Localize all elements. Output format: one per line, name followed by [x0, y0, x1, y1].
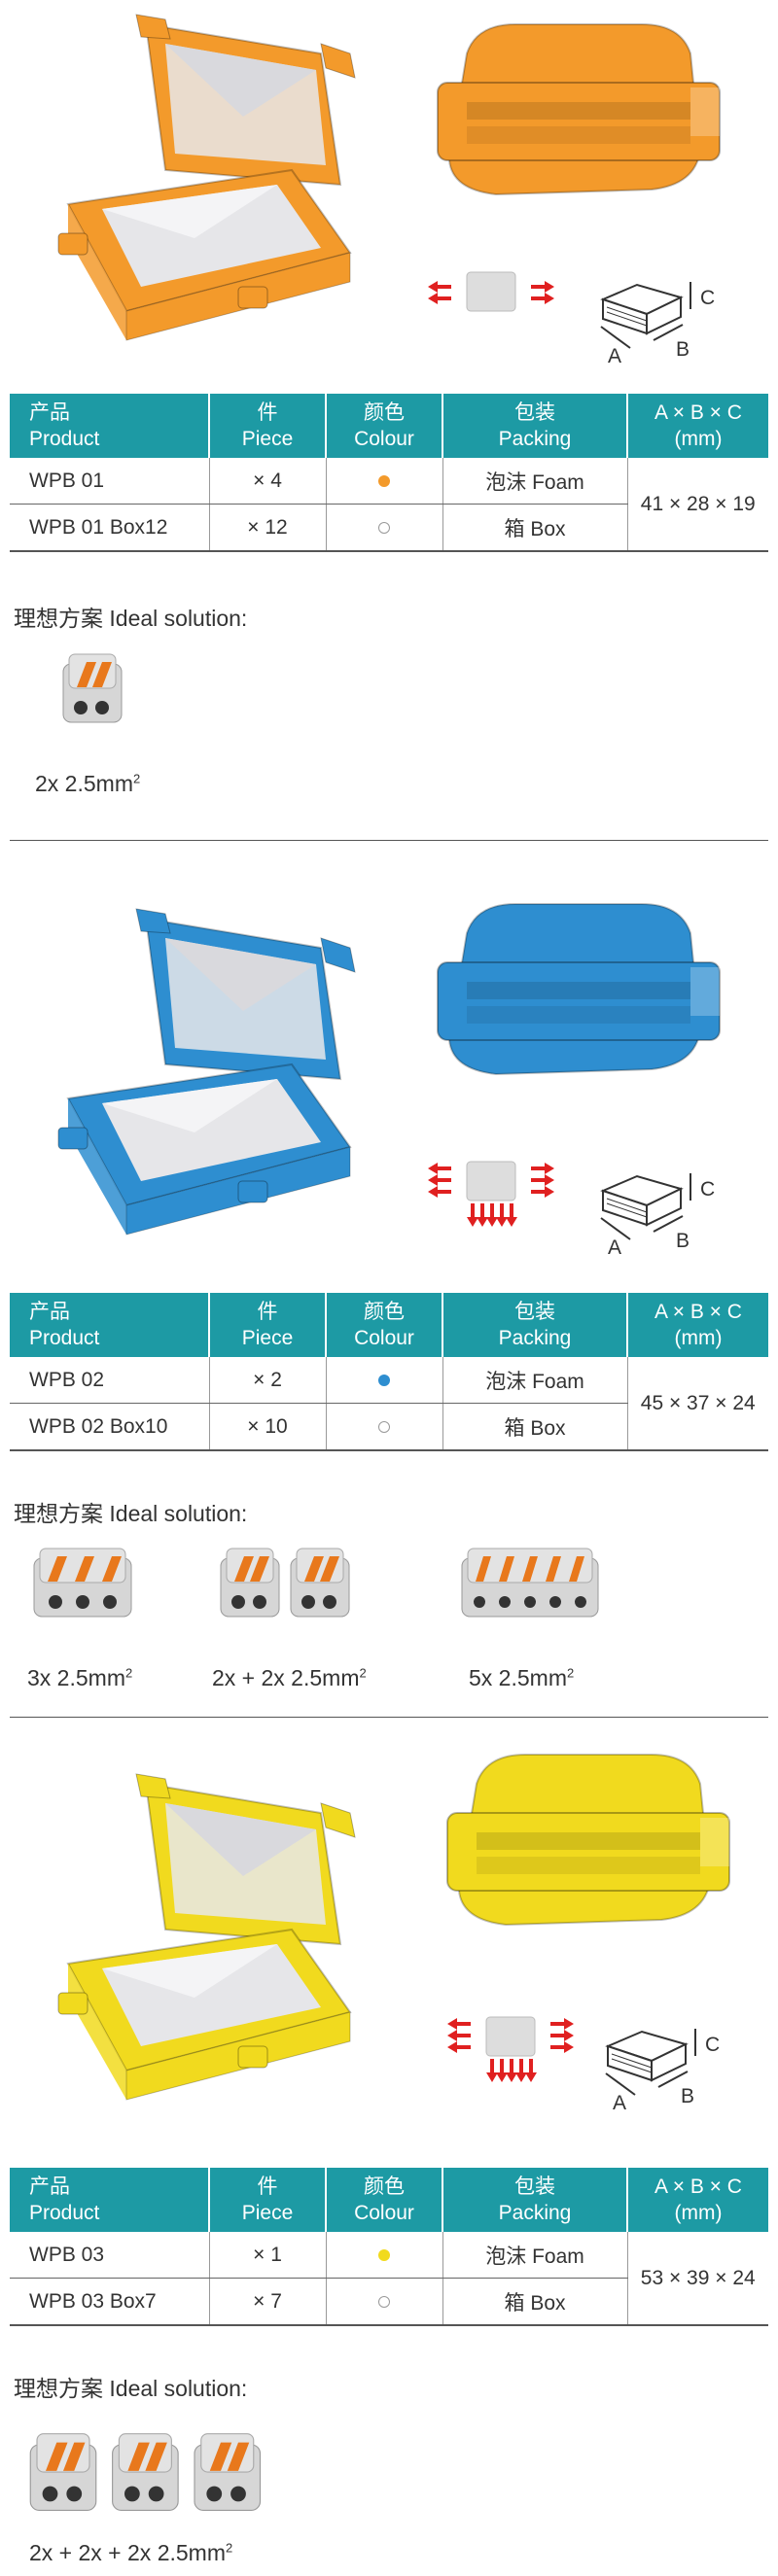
svg-text:B: B — [676, 338, 690, 361]
svg-text:A: A — [613, 2092, 626, 2109]
section-divider — [10, 1717, 768, 1718]
svg-text:B: B — [676, 1230, 690, 1252]
ideal-solution-heading: 理想方案 Ideal solution: — [14, 1501, 248, 1526]
table-row: WPB 02 Box10 × 10 箱 Box — [10, 1403, 768, 1451]
dimensions-icon: C A B — [600, 281, 715, 363]
table-row: WPB 01 × 4 泡沫 Foam 41 × 28 × 19 — [10, 458, 768, 552]
svg-text:C: C — [705, 2034, 720, 2056]
cable-entry-icon — [447, 2016, 574, 2082]
connector-3x2-pole-icon — [29, 2433, 262, 2511]
ideal-solution-heading: 理想方案 Ideal solution: — [14, 2376, 248, 2401]
svg-text:B: B — [681, 2085, 694, 2107]
cable-entry-icon — [428, 1161, 554, 1227]
colour-dot — [378, 2248, 390, 2261]
colour-dot — [378, 521, 390, 534]
svg-text:A: A — [608, 345, 621, 363]
table-row: WPB 03 Box7 × 7 箱 Box — [10, 2278, 768, 2326]
svg-text:C: C — [700, 1178, 715, 1201]
colour-dot — [378, 474, 390, 487]
closed-box-image — [437, 23, 721, 195]
open-box-image — [57, 908, 356, 1236]
solution-label: 5x 2.5mm2 — [469, 1665, 575, 1690]
ideal-solution-heading: 理想方案 Ideal solution: — [14, 606, 248, 631]
table-row: WPB 03 × 1 泡沫 Foam 53 × 39 × 24 — [10, 2232, 768, 2326]
svg-text:A: A — [608, 1236, 621, 1254]
solution-label: 2x + 2x 2.5mm2 — [212, 1665, 367, 1690]
solution-label: 2x + 2x + 2x 2.5mm2 — [29, 2540, 233, 2565]
closed-box-image — [437, 903, 721, 1075]
solution-label: 3x 2.5mm2 — [27, 1665, 133, 1690]
open-box-image — [57, 14, 356, 341]
table-row: WPB 02 × 2 泡沫 Foam 45 × 37 × 24 — [10, 1357, 768, 1451]
dimensions-icon: C A B — [600, 1172, 715, 1254]
connector-3-pole-icon — [33, 1548, 132, 1618]
colour-dot — [378, 1374, 390, 1386]
connector-5-pole-icon — [461, 1548, 599, 1618]
colour-dot — [378, 2295, 390, 2308]
connector-2-pole-icon — [62, 653, 123, 723]
connector-2x2-pole-icon — [220, 1548, 350, 1618]
open-box-image — [57, 1773, 356, 2101]
section-divider — [10, 840, 768, 841]
dimensions-icon: C A B — [605, 2028, 720, 2109]
cable-entry-icon — [428, 271, 554, 312]
closed-box-image — [446, 1754, 730, 1926]
solution-label: 2x 2.5mm2 — [35, 771, 141, 796]
table-row: WPB 01 Box12 × 12 箱 Box — [10, 504, 768, 552]
colour-dot — [378, 1420, 390, 1433]
svg-text:C: C — [700, 287, 715, 309]
